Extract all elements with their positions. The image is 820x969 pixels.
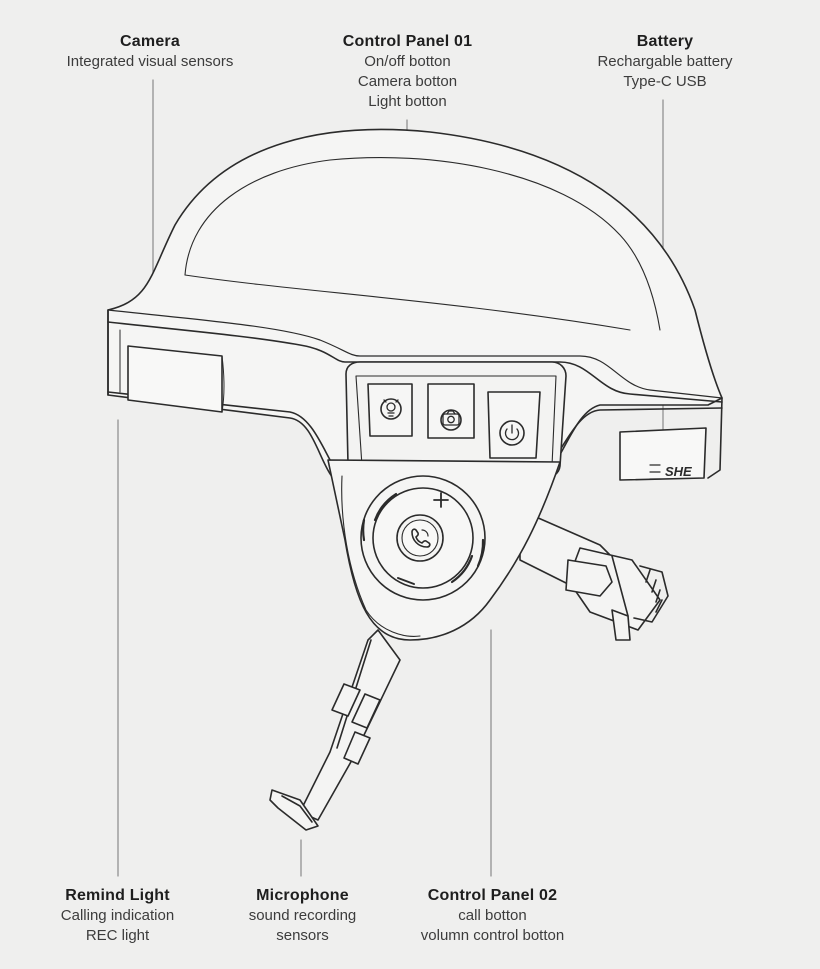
callout-microphone-title: Microphone — [256, 887, 349, 904]
callout-battery-line: Rechargable battery — [597, 53, 733, 70]
callout-microphone: Microphone sound recording sensors — [215, 886, 390, 946]
callout-remind-light: Remind Light Calling indication REC ligh… — [20, 886, 215, 946]
control-panel-02 — [360, 475, 486, 601]
callout-battery-title: Battery — [636, 33, 694, 50]
chin-strap — [269, 629, 401, 831]
light-button[interactable] — [367, 383, 413, 437]
phone-icon — [411, 528, 431, 548]
callout-remind-light-line: Calling indication — [60, 907, 175, 924]
callout-battery-line: Type-C USB — [623, 73, 707, 90]
callout-control-panel-02-line: call botton — [458, 907, 527, 924]
callout-camera-title: Camera — [120, 33, 180, 50]
callout-microphone-line: sensors — [276, 927, 329, 944]
light-icon — [383, 399, 399, 417]
camera-window — [127, 345, 225, 413]
volume-up-button[interactable] — [433, 492, 449, 508]
side-strap — [519, 509, 669, 641]
power-button[interactable] — [487, 391, 541, 459]
callout-control-panel-01-line: Light botton — [368, 93, 447, 110]
callout-camera-line: Integrated visual sensors — [66, 53, 234, 70]
volume-down-button[interactable] — [397, 577, 415, 585]
camera-button[interactable] — [427, 383, 475, 439]
callout-microphone-line: sound recording — [248, 907, 357, 924]
callout-control-panel-01-title: Control Panel 01 — [342, 33, 473, 50]
power-icon — [504, 424, 520, 441]
callout-control-panel-02-title: Control Panel 02 — [427, 887, 558, 904]
callout-camera: Camera Integrated visual sensors — [40, 32, 260, 72]
callout-control-panel-01-line: On/off botton — [364, 53, 451, 70]
camera-icon — [442, 410, 460, 426]
battery-compartment: SHE — [619, 427, 707, 481]
battery-logo: SHE — [665, 464, 692, 479]
callout-control-panel-02: Control Panel 02 call botton volumn cont… — [390, 886, 595, 946]
callout-control-panel-02-line: volumn control botton — [420, 927, 565, 944]
callout-remind-light-line: REC light — [85, 927, 150, 944]
callout-control-panel-01: Control Panel 01 On/off botton Camera bo… — [300, 32, 515, 112]
control-panel-01 — [345, 361, 567, 479]
callout-remind-light-title: Remind Light — [65, 887, 170, 904]
call-button[interactable] — [396, 514, 444, 562]
callout-control-panel-01-line: Camera botton — [357, 73, 458, 90]
callout-battery: Battery Rechargable battery Type-C USB — [560, 32, 770, 92]
